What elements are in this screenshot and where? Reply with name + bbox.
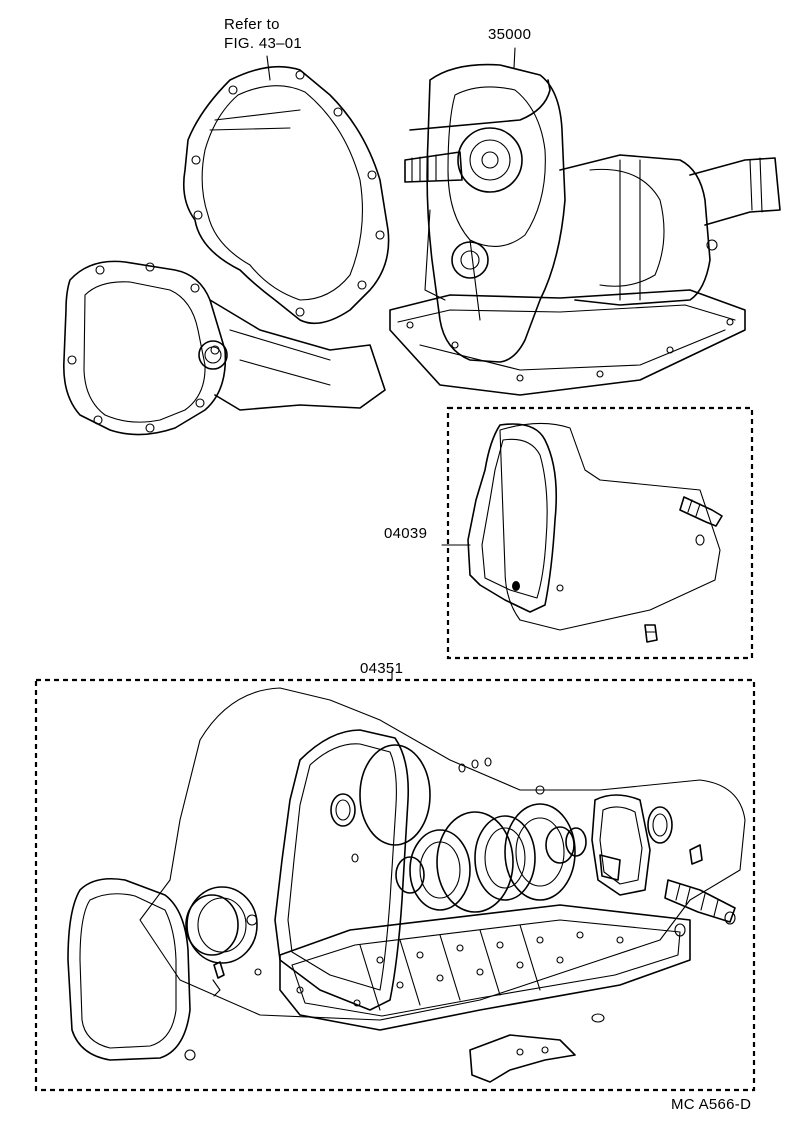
clutch-ring-set — [359, 744, 587, 913]
valve-body-holes — [376, 931, 624, 989]
refer-label-line2: FIG. 43–01 — [224, 35, 303, 52]
kit-04351-boundary — [34, 678, 756, 1092]
part-number-04039: 04039 — [384, 525, 428, 542]
figure-code: MC A566-D — [671, 1096, 752, 1113]
leader-35000 — [513, 47, 516, 69]
kit-04039-boundary — [446, 406, 754, 660]
part-number-35000: 35000 — [488, 26, 532, 43]
transmission-assembly — [63, 63, 781, 436]
left-cover-bolts — [67, 262, 220, 433]
refer-label-line1: Refer to — [224, 16, 280, 33]
oil-pan-bolts — [406, 318, 734, 382]
kit-04351-parts — [67, 687, 746, 1083]
kit-04039-parts — [467, 422, 723, 643]
part-number-04351: 04351 — [360, 660, 404, 677]
bell-housing-bolts — [191, 70, 385, 317]
leader-refer-fig — [266, 55, 271, 81]
